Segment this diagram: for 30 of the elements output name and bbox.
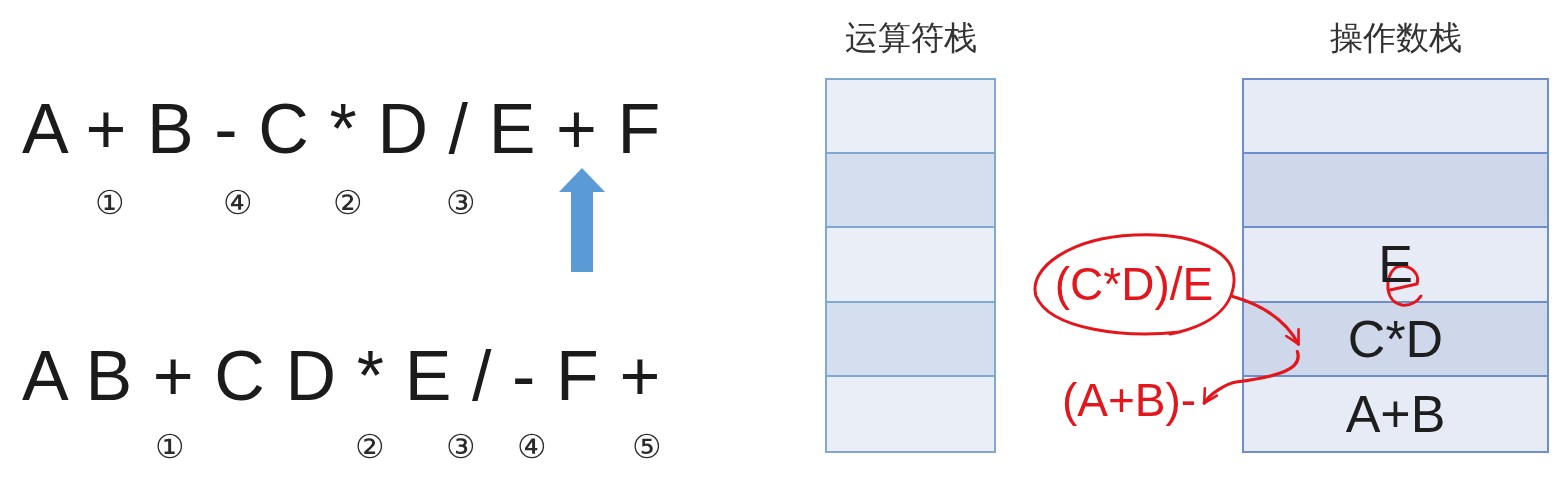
operand-text: A+B bbox=[1345, 385, 1446, 442]
step-number: ④ bbox=[517, 428, 547, 466]
operand-text: C*D bbox=[1347, 310, 1444, 367]
handwritten-expression: (A+B)- bbox=[1062, 374, 1205, 426]
stack-cell bbox=[1244, 302, 1547, 377]
stack-cell bbox=[827, 376, 994, 451]
handwritten-expression: (C*D)/E bbox=[1054, 258, 1214, 310]
step-number: ① bbox=[95, 184, 125, 222]
step-number: ③ bbox=[446, 428, 476, 466]
stack-cell bbox=[1244, 80, 1547, 155]
expression-text: A + B - C * D / E + F bbox=[22, 90, 661, 168]
stack-cell bbox=[827, 154, 994, 229]
stack-cell bbox=[1244, 376, 1547, 451]
block-arrow bbox=[559, 168, 605, 272]
step-number: ① bbox=[155, 428, 185, 466]
stack-cell bbox=[1244, 154, 1547, 229]
stack-title: 操作数栈 bbox=[1329, 18, 1462, 58]
stack-cell bbox=[827, 80, 994, 155]
stack-cell bbox=[827, 302, 994, 377]
step-number: ② bbox=[355, 428, 385, 466]
hand-drawn-arrow bbox=[1202, 349, 1300, 405]
hand-drawn-arrow bbox=[1231, 294, 1301, 346]
step-number: ⑤ bbox=[632, 428, 662, 466]
step-number: ② bbox=[333, 184, 363, 222]
stack-cell bbox=[827, 228, 994, 303]
stack-cell bbox=[1244, 228, 1547, 303]
stack-title: 运算符栈 bbox=[844, 18, 977, 58]
step-number: ④ bbox=[223, 184, 253, 222]
expression-text: A B + C D * E / - F + bbox=[22, 337, 661, 415]
step-number: ③ bbox=[446, 184, 476, 222]
